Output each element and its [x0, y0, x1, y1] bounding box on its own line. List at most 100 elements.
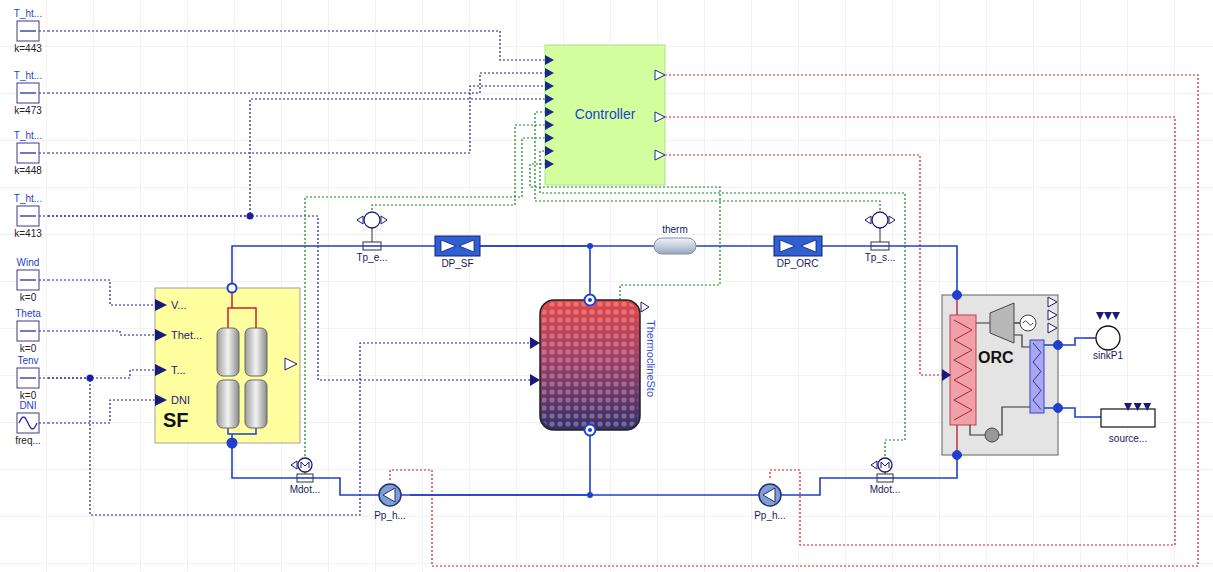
collector-tube	[217, 380, 239, 428]
coolant-line	[1044, 345, 1054, 408]
fluid-port	[1054, 341, 1063, 350]
flow-mark	[881, 462, 889, 468]
constant-icon	[17, 321, 39, 341]
constant-icon	[17, 270, 39, 290]
junction-dot	[87, 375, 94, 382]
fluid-port	[585, 425, 596, 436]
signal-line	[48, 331, 155, 335]
signal-stub	[39, 423, 48, 424]
fluid-port	[1054, 404, 1063, 413]
pipe-segment	[871, 245, 889, 247]
constant-line	[20, 215, 36, 216]
sine-curve	[19, 417, 37, 429]
constant-block: T_ht...k=473	[8, 70, 48, 118]
orc-housing	[942, 295, 1058, 455]
port-triangle	[1048, 310, 1057, 320]
valve-bowtie	[441, 240, 474, 252]
signal-line	[48, 370, 155, 378]
node-label: Theta	[15, 308, 41, 320]
cycle-pump	[985, 428, 999, 442]
node-label: k=448	[14, 165, 42, 177]
sink-boundary: sinkP1	[1085, 312, 1131, 364]
port-triangle	[889, 216, 895, 224]
signal-stub	[39, 280, 48, 281]
storage-texture	[542, 302, 638, 428]
node-label: Controller	[575, 106, 636, 122]
port-triangle	[1104, 312, 1112, 320]
fluid-pipe	[480, 246, 590, 300]
condenser	[1030, 340, 1044, 413]
port-triangle	[530, 374, 540, 386]
signal-stub	[39, 331, 48, 332]
port-triangle	[155, 329, 167, 341]
port-triangle	[545, 55, 554, 65]
thermocline-storage: ThermoclineSto	[540, 300, 640, 430]
port-triangle	[155, 299, 167, 311]
node-label: T_ht...	[14, 130, 42, 142]
signal-line	[48, 280, 155, 305]
fluid-port-core	[588, 428, 592, 432]
node-label: k=413	[14, 228, 42, 240]
sine-source-block: DNI freq...	[8, 400, 48, 448]
constant-block: Theta k=0	[8, 308, 48, 356]
fluid-port	[953, 451, 962, 460]
signal-line	[540, 151, 905, 456]
node-label: DNI	[19, 400, 36, 412]
port-triangle	[357, 216, 363, 224]
signal-stub	[39, 31, 48, 32]
flow-dial	[298, 458, 312, 472]
node-label: freq...	[15, 435, 41, 447]
fluid-pipe	[232, 443, 285, 478]
constant-line	[20, 279, 36, 280]
condenser-coil	[1033, 343, 1041, 410]
cold-pipe	[228, 428, 256, 439]
constant-icon	[17, 21, 39, 41]
node-label: source...	[1109, 433, 1147, 445]
pump-symbol: Pp_h...	[370, 480, 410, 524]
constant-block: T_ht...k=413	[8, 193, 48, 241]
node-label: Mdot...	[290, 484, 321, 496]
fluid-port	[228, 284, 237, 293]
constant-line	[20, 30, 36, 31]
port-triangle	[530, 337, 540, 349]
collector-tube	[245, 380, 267, 428]
solar-field-fill	[155, 288, 300, 443]
pipe-segment	[858, 245, 902, 247]
port-triangle	[381, 216, 387, 224]
node-label: k=0	[20, 390, 36, 402]
evaporator	[950, 315, 976, 425]
sensor-dial	[872, 212, 888, 228]
fluid-pipe	[325, 478, 370, 495]
node-icon	[540, 300, 640, 430]
node-label: T...	[171, 364, 186, 377]
pump-symbol: Pp_h...	[750, 480, 790, 524]
signal-stub	[39, 153, 48, 154]
pump-body	[379, 484, 401, 506]
orc-unit: ORC	[942, 295, 1058, 455]
fluid-port	[953, 291, 962, 300]
pipe-segment	[297, 477, 313, 479]
pipe-stub	[1085, 337, 1096, 339]
port-triangle	[641, 302, 649, 312]
constant-block: Windk=0	[8, 257, 48, 305]
port-triangle	[1048, 297, 1057, 307]
source-box	[1101, 409, 1155, 427]
port-triangle	[942, 369, 951, 381]
fluid-pipe	[394, 245, 435, 247]
pressure-drop-valve: DP_ORC	[774, 236, 822, 272]
fluid-pipe	[410, 430, 590, 495]
constant-block: T_ht...k=443	[8, 8, 48, 56]
port-triangle	[291, 461, 297, 469]
port-triangle	[655, 150, 665, 160]
fluid-pipe	[232, 246, 350, 288]
constant-icon	[17, 206, 39, 226]
generator	[1020, 315, 1036, 331]
node-label: therm	[662, 224, 688, 236]
port-triangle	[545, 94, 554, 104]
node-label: k=0	[20, 343, 36, 355]
node-label: ORC	[978, 349, 1014, 367]
sensor-dial	[364, 212, 380, 228]
signal-stub	[39, 378, 48, 379]
port-triangle	[655, 112, 665, 122]
